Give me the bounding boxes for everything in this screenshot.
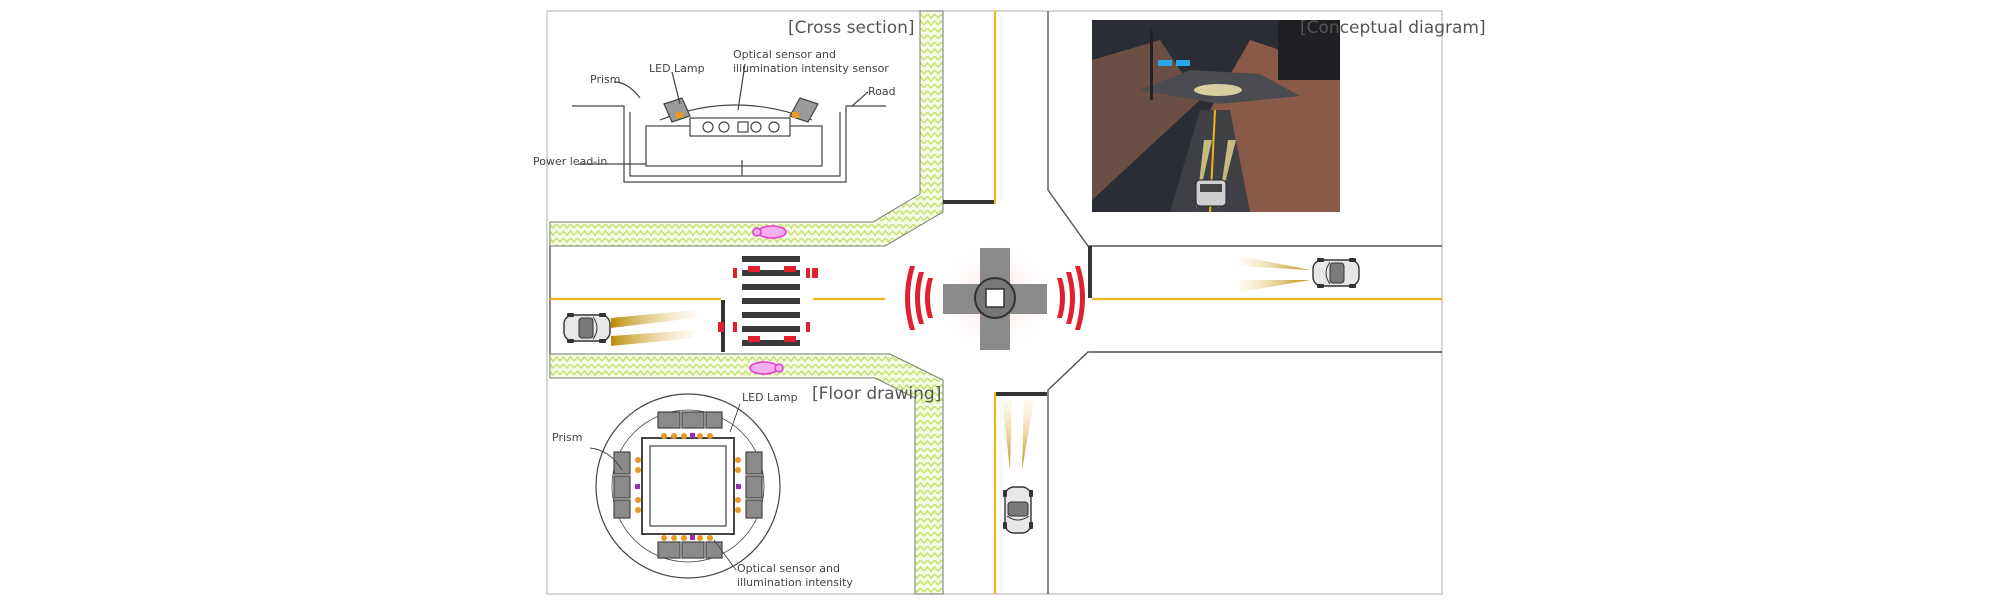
fd-prism-label: Prism xyxy=(552,431,583,444)
cs-optical-sensor-label-line1: Optical sensor and xyxy=(733,48,836,61)
pedestrian-icon xyxy=(749,225,787,375)
cs-road-label: Road xyxy=(868,85,896,98)
cs-led-lamp-label: LED Lamp xyxy=(649,62,705,75)
cross-section-detail xyxy=(572,63,886,183)
center-lines xyxy=(550,11,1442,594)
fd-led-lamp-label: LED Lamp xyxy=(742,391,798,404)
cs-prism-label: Prism xyxy=(590,73,621,86)
fd-optical-sensor-label-line2: illumination intensity xyxy=(737,576,853,589)
floor-drawing-heading: [Floor drawing] xyxy=(812,384,942,404)
car-bottom xyxy=(1002,400,1034,534)
central-led-device xyxy=(905,236,1085,360)
cs-power-lead-in-label: Power lead-in xyxy=(533,155,608,168)
crosswalk-warning-lights xyxy=(718,266,818,342)
crosswalk xyxy=(718,225,818,375)
cross-section-heading: [Cross section] xyxy=(788,18,915,38)
conceptual-diagram-image xyxy=(1092,20,1340,213)
car-right xyxy=(1240,256,1360,292)
cs-optical-sensor-label-line2: illumination intensity sensor xyxy=(733,62,889,75)
car-left xyxy=(563,310,695,346)
fd-optical-sensor-label-line1: Optical sensor and xyxy=(737,562,840,575)
conceptual-diagram-heading: [Conceptual diagram] xyxy=(1300,18,1486,38)
floor-drawing-detail xyxy=(589,393,781,579)
